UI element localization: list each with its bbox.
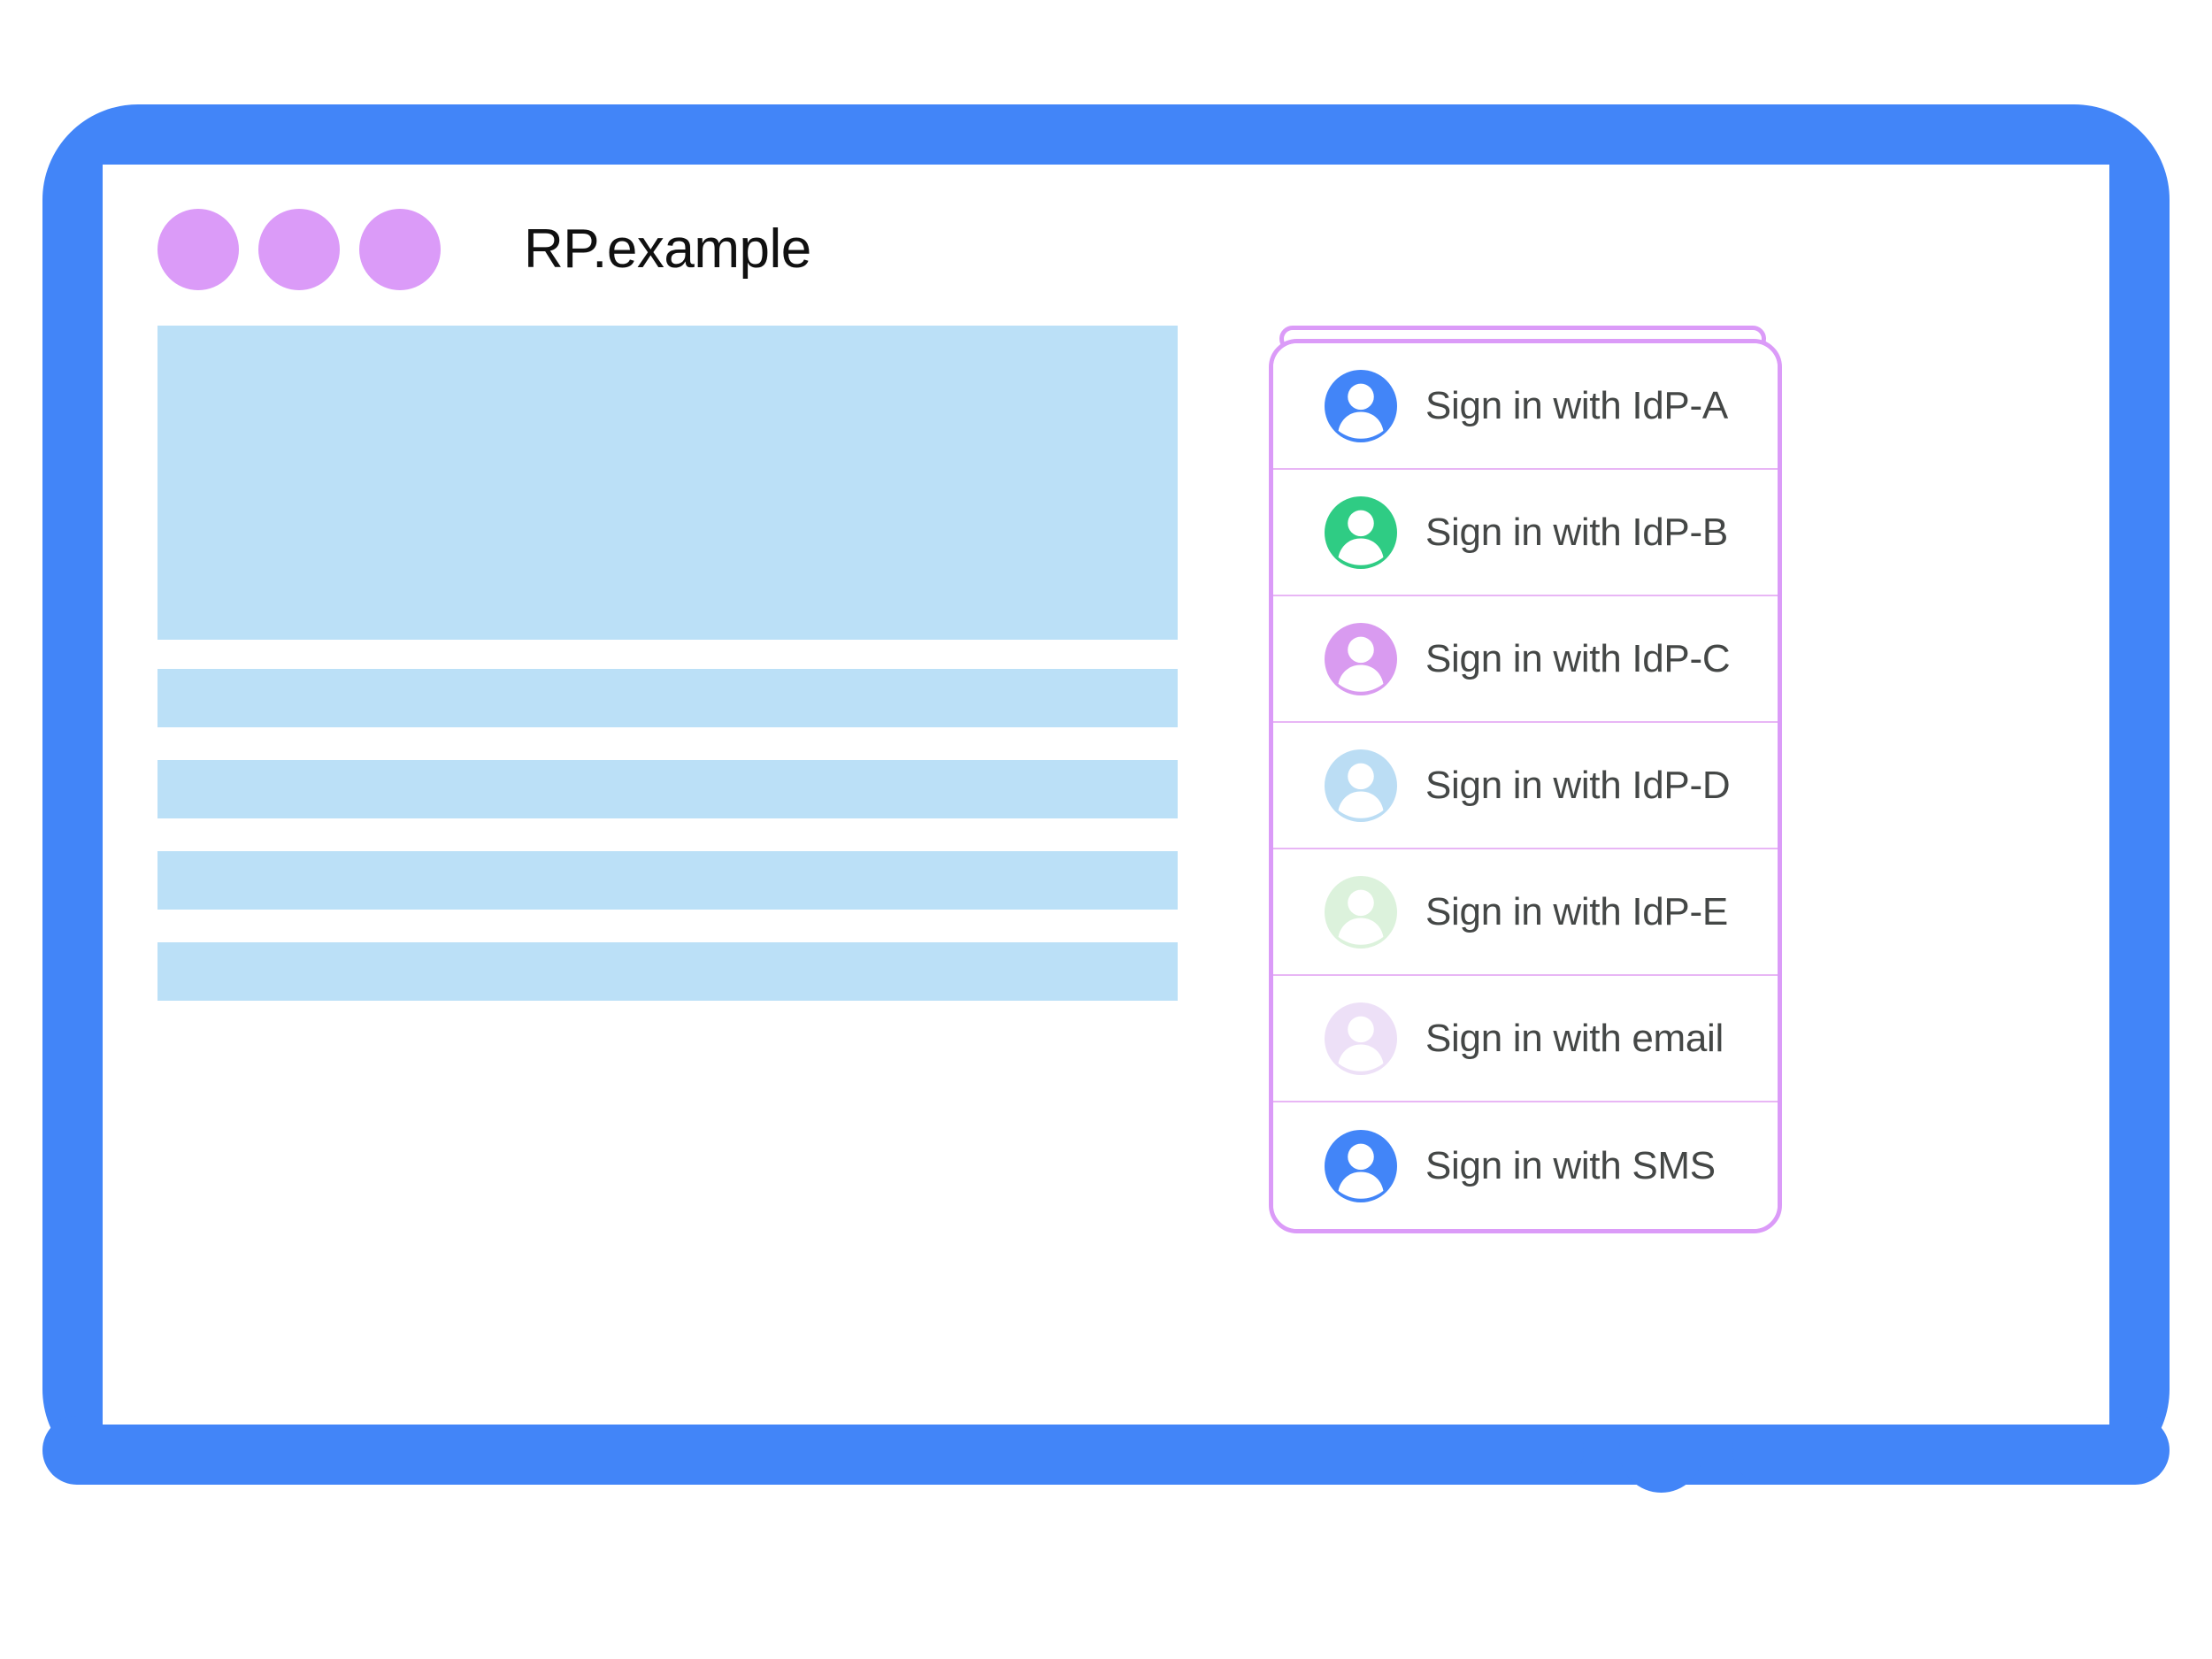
text-line-placeholder-2	[157, 760, 1178, 818]
title-dot-1-icon	[157, 209, 239, 290]
account-chooser-row[interactable]: Sign in with IdP-A	[1273, 343, 1778, 470]
account-chooser-label: Sign in with IdP-C	[1425, 636, 1731, 680]
text-line-placeholder-4	[157, 942, 1178, 1001]
title-dot-3-icon	[359, 209, 441, 290]
device-chin-left	[42, 1416, 1584, 1485]
account-avatar-icon	[1325, 622, 1397, 695]
account-avatar-icon	[1325, 1129, 1397, 1202]
account-chooser-row[interactable]: Sign in with email	[1273, 976, 1778, 1102]
content-placeholder-group	[157, 326, 1178, 1001]
text-line-placeholder-1	[157, 669, 1178, 727]
device-chin-right	[1732, 1416, 2170, 1485]
account-chooser-panel: Sign in with IdP-A Sign in with IdP-B Sign…	[1269, 339, 1782, 1233]
title-dot-2-icon	[258, 209, 340, 290]
account-avatar-icon	[1325, 495, 1397, 569]
account-chooser-row[interactable]: Sign in with SMS	[1273, 1102, 1778, 1229]
page-title: RP.example	[524, 219, 811, 280]
account-avatar-icon	[1325, 369, 1397, 442]
account-chooser-label: Sign in with email	[1425, 1016, 1724, 1060]
hero-placeholder	[157, 326, 1178, 640]
account-avatar-icon	[1325, 749, 1397, 822]
account-avatar-icon	[1325, 1002, 1397, 1075]
account-chooser-label: Sign in with SMS	[1425, 1143, 1716, 1187]
text-line-placeholder-3	[157, 851, 1178, 910]
account-avatar-icon	[1325, 875, 1397, 949]
account-chooser-label: Sign in with IdP-A	[1425, 383, 1728, 427]
account-chooser-label: Sign in with IdP-B	[1425, 510, 1728, 554]
account-chooser-row[interactable]: Sign in with IdP-D	[1273, 723, 1778, 849]
account-chooser-row[interactable]: Sign in with IdP-B	[1273, 470, 1778, 596]
account-chooser-label: Sign in with IdP-E	[1425, 889, 1728, 933]
account-chooser-label: Sign in with IdP-D	[1425, 763, 1731, 807]
account-chooser-row[interactable]: Sign in with IdP-C	[1273, 596, 1778, 723]
account-chooser-row[interactable]: Sign in with IdP-E	[1273, 849, 1778, 976]
window-titlebar: RP.example	[157, 200, 811, 299]
